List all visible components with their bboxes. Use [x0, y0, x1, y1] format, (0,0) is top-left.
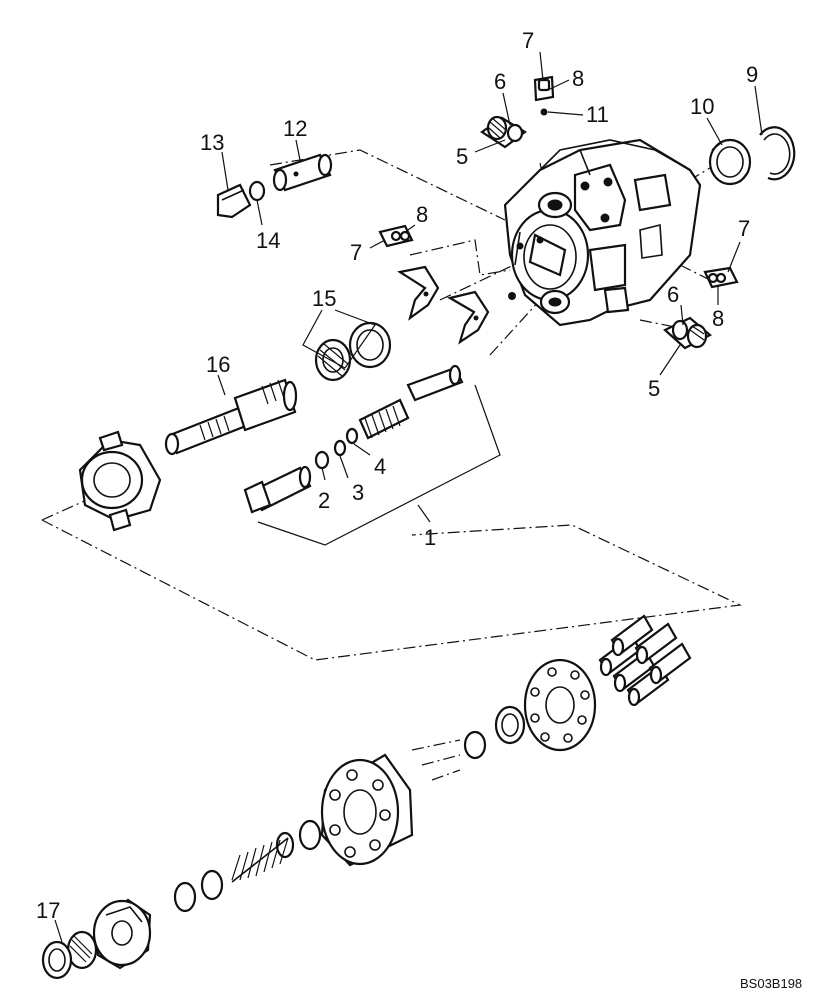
callout-8-left: 8	[416, 202, 428, 227]
cylinder-block	[320, 753, 414, 867]
spherical-bushing	[463, 705, 526, 760]
callout-12: 12	[283, 116, 307, 141]
plug-item-13	[216, 180, 266, 219]
snap-ring-right	[759, 126, 796, 181]
callout-15: 15	[312, 286, 336, 311]
retainer-plate	[523, 658, 597, 752]
callout-6-right: 6	[667, 282, 679, 307]
bearing-shells	[397, 265, 490, 345]
valve-assembly	[243, 364, 464, 514]
plug-assembly-right	[703, 266, 739, 289]
callout-8-top: 8	[572, 66, 584, 91]
callout-3: 3	[352, 480, 364, 505]
callout-8-right: 8	[712, 306, 724, 331]
drawing-code: BS03B198	[740, 976, 802, 991]
callout-9: 9	[746, 62, 758, 87]
piston-set	[598, 614, 692, 707]
drive-shaft-16	[164, 378, 298, 456]
tapered-bearing-15	[314, 321, 392, 382]
valve-plate	[92, 898, 152, 970]
bearing-cup-right	[708, 138, 752, 186]
callout-16: 16	[206, 352, 230, 377]
plug-assembly-right-lower	[663, 316, 712, 350]
callout-7-top: 7	[522, 28, 534, 53]
spring-and-rings	[173, 819, 322, 913]
callout-1: 1	[424, 525, 436, 550]
callout-6-top: 6	[494, 69, 506, 94]
callout-13: 13	[200, 130, 224, 155]
callout-17: 17	[36, 898, 60, 923]
callout-5-top: 5	[456, 144, 468, 169]
pin-item-12	[272, 153, 333, 192]
plug-and-seal-top	[533, 75, 555, 116]
leader-lines	[54, 51, 763, 943]
callout-4: 4	[374, 454, 386, 479]
plug-assembly-left	[378, 224, 414, 248]
callout-2: 2	[318, 488, 330, 513]
callout-labels: 7 8 11 6 5 9 10 12 13 14 8 7 7 8 6 5 15 …	[36, 28, 758, 923]
plug-assembly-top	[480, 115, 527, 149]
front-cover	[78, 430, 162, 532]
callout-10: 10	[690, 94, 714, 119]
callout-7-left: 7	[350, 240, 362, 265]
callout-5-right: 5	[648, 376, 660, 401]
callout-11: 11	[586, 102, 609, 127]
callout-14: 14	[256, 228, 280, 253]
callout-7-right: 7	[738, 216, 750, 241]
pump-housing	[503, 138, 702, 327]
roller-bearing-17	[41, 930, 98, 980]
